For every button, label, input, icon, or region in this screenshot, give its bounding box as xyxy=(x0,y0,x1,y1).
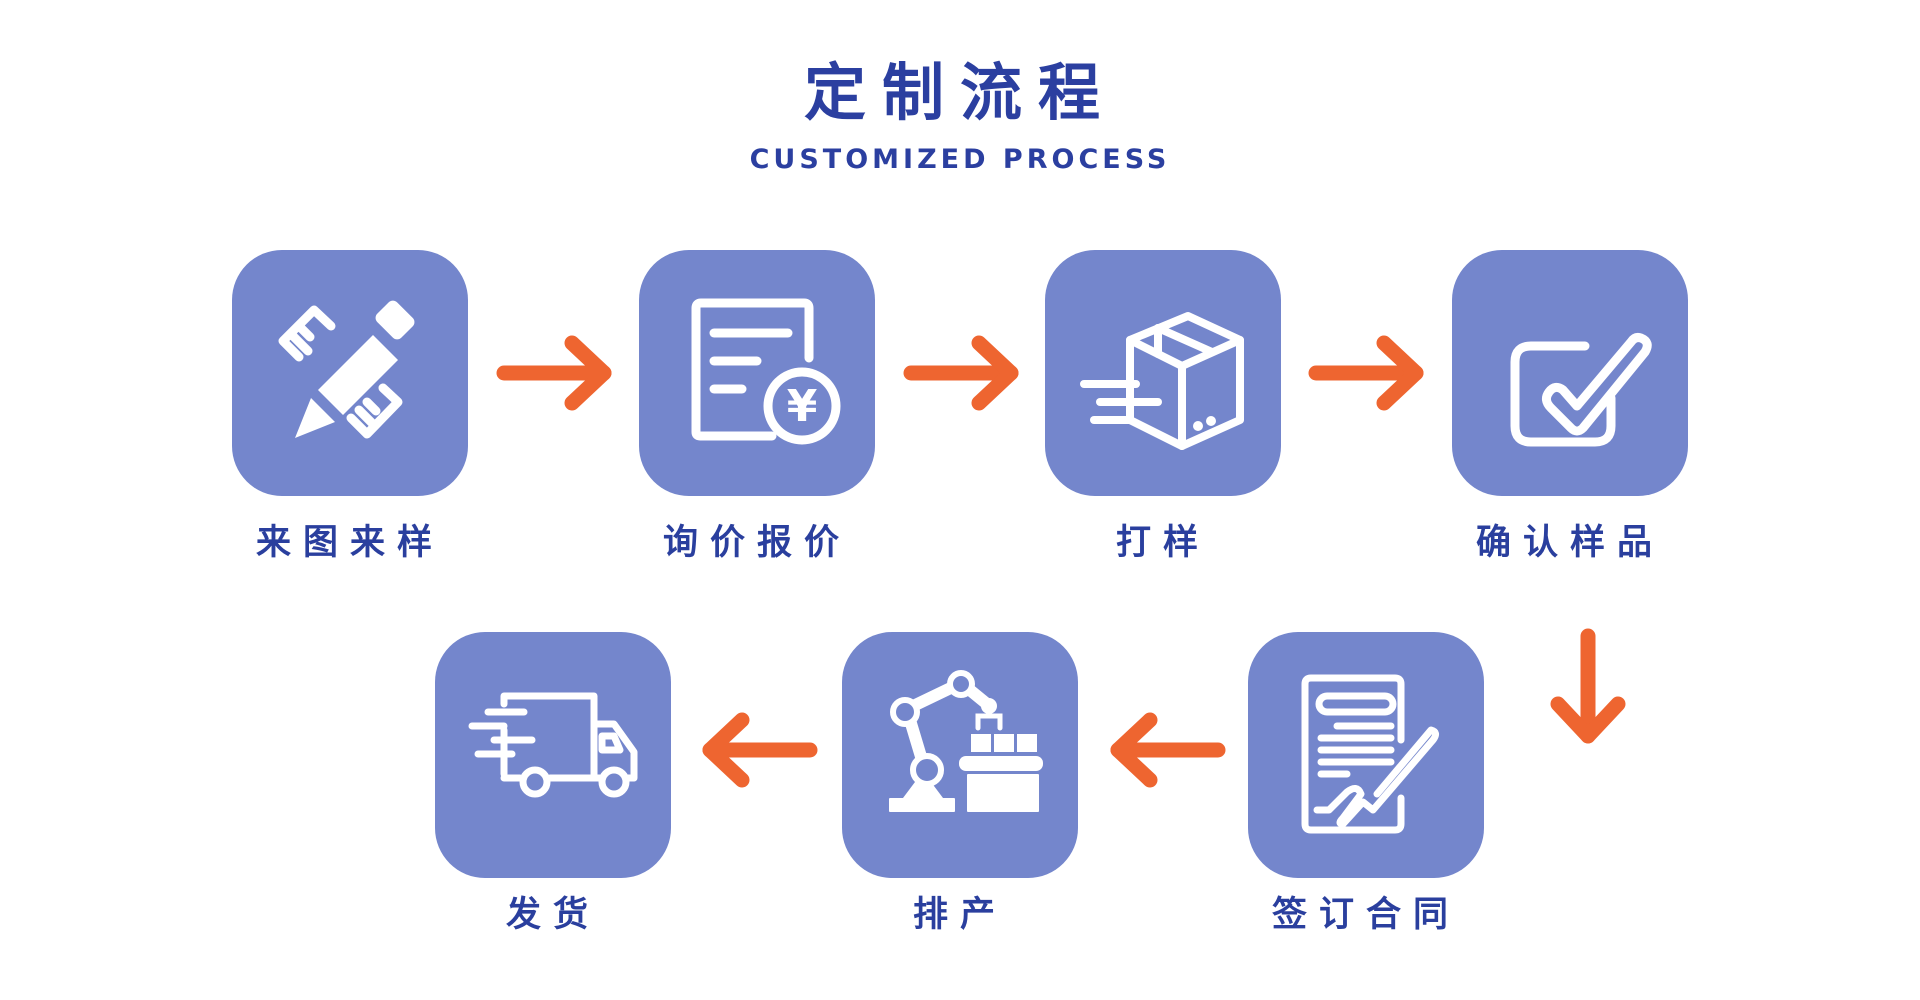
delivery-truck-icon xyxy=(468,692,638,798)
step-box-6[interactable] xyxy=(842,632,1078,878)
step-6: 排产 xyxy=(842,632,1078,935)
pencil-ruler-icon xyxy=(278,300,415,439)
step-label: 发货 xyxy=(505,895,600,935)
document-yen-icon: ¥ xyxy=(691,298,841,445)
step-box-5[interactable] xyxy=(1248,632,1484,878)
arrow-left-icon xyxy=(702,712,818,788)
step-1: 来图来样 xyxy=(232,250,468,563)
arrow-right-icon xyxy=(496,335,612,411)
page-title: 定制流程 xyxy=(803,56,1116,129)
step-label: 确认样品 xyxy=(1475,523,1664,563)
svg-text:¥: ¥ xyxy=(787,381,818,432)
step-4: 确认样品 xyxy=(1452,250,1688,563)
step-label: 来图来样 xyxy=(255,523,444,563)
step-label: 询价报价 xyxy=(662,523,851,563)
step-label: 签订合同 xyxy=(1271,895,1460,935)
step-box-1[interactable] xyxy=(232,250,468,496)
robot-arm-production-icon xyxy=(889,670,1043,812)
step-box-2[interactable]: ¥ xyxy=(639,250,875,496)
arrow-left-icon xyxy=(1110,712,1226,788)
step-5: 签订合同 xyxy=(1248,632,1484,935)
arrow-down-icon xyxy=(1550,628,1626,744)
step-3: 打样 xyxy=(1045,250,1281,563)
arrow-right-icon xyxy=(903,335,1019,411)
step-box-3[interactable] xyxy=(1045,250,1281,496)
checkbox-check-icon xyxy=(1510,333,1652,447)
step-2: ¥ 询价报价 xyxy=(639,250,875,563)
step-7: 发货 xyxy=(435,632,671,935)
step-box-4[interactable] xyxy=(1452,250,1688,496)
page-subtitle: CUSTOMIZED PROCESS xyxy=(749,144,1171,175)
contract-sign-icon xyxy=(1301,674,1440,834)
step-label: 排产 xyxy=(912,895,1007,935)
step-box-7[interactable] xyxy=(435,632,671,878)
arrow-right-icon xyxy=(1308,335,1424,411)
package-box-icon xyxy=(1080,312,1244,450)
step-label: 打样 xyxy=(1115,523,1210,563)
